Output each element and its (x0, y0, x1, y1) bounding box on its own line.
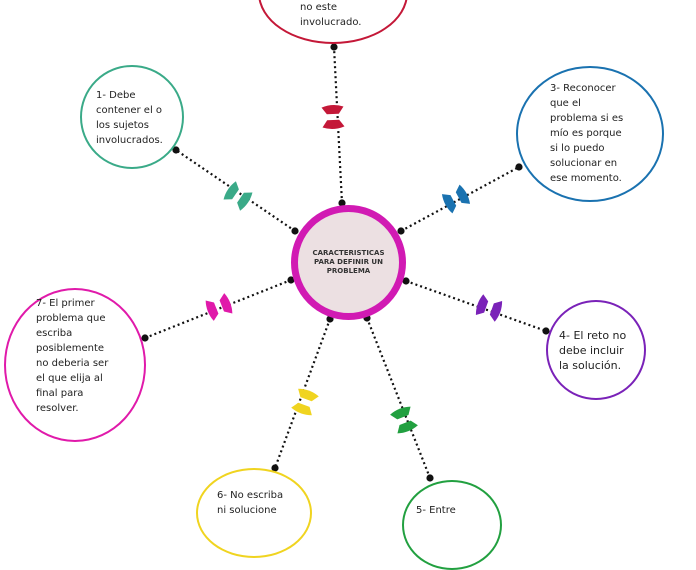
center-node-title: CARACTERISTICAS PARA DEFINIR UN PROBLEMA (312, 249, 385, 275)
connector-top (332, 46, 344, 204)
center-node[interactable]: CARACTERISTICAS PARA DEFINIR UN PROBLEMA (291, 205, 406, 320)
connector-3 (400, 166, 520, 232)
node-7-text: 7- El primer problema que escriba posibl… (36, 298, 109, 414)
marker-wing-top-1 (321, 104, 344, 115)
node-1-text: 1- Debe contener el o los sujetos involu… (96, 90, 163, 146)
connector-dot-outer-5 (426, 474, 434, 482)
marker-wing-3-1 (455, 184, 471, 204)
connector-marker-1 (223, 181, 253, 211)
connector-dot-inner-1 (291, 227, 299, 235)
connector-marker-6 (291, 388, 319, 416)
node-4[interactable] (546, 300, 646, 400)
mind-map-canvas (141, 43, 550, 482)
connector-dot-inner-3 (397, 227, 405, 235)
node-7[interactable] (4, 288, 146, 442)
marker-wing-1-1 (223, 181, 239, 200)
node-3-text: 3- Reconocer que el problema si es mío e… (550, 83, 624, 184)
connector-marker-top (321, 104, 345, 130)
node-4-text: 4- El reto no debe incluir la solución. (559, 329, 627, 372)
connector-marker-4 (475, 294, 503, 322)
connector-dot-inner-4 (402, 277, 410, 285)
marker-wing-4-0 (475, 294, 489, 315)
connector-marker-5 (390, 406, 418, 434)
marker-wing-top-0 (322, 119, 345, 130)
connector-dot-outer-3 (515, 163, 523, 171)
connector-7 (144, 278, 292, 340)
node-5-text: 5- Entre (416, 505, 456, 516)
connector-dot-outer-7 (141, 334, 149, 342)
marker-wing-4-1 (489, 301, 503, 322)
connector-5 (365, 317, 432, 479)
marker-wing-6-1 (291, 402, 312, 416)
connector-dot-outer-top (330, 43, 338, 51)
node-1[interactable] (80, 65, 184, 169)
node-5[interactable] (402, 480, 502, 570)
marker-wing-1-0 (237, 192, 253, 211)
connector-dot-outer-1 (172, 146, 180, 154)
marker-wing-7-0 (219, 293, 233, 314)
node-3[interactable] (516, 66, 664, 202)
marker-wing-5-1 (397, 420, 418, 434)
connector-6 (273, 318, 332, 469)
marker-wing-3-0 (441, 194, 457, 214)
node-6-text: 6- No escriba ni solucione (217, 490, 284, 516)
node-top-text: no este involucrado. (300, 2, 362, 28)
connector-marker-3 (441, 184, 471, 214)
marker-wing-5-0 (390, 406, 411, 420)
connector-dot-inner-top (338, 199, 346, 207)
marker-wing-6-0 (298, 388, 319, 402)
marker-wing-7-1 (205, 300, 219, 321)
connector-4 (405, 279, 547, 333)
connector-marker-7 (205, 293, 233, 321)
